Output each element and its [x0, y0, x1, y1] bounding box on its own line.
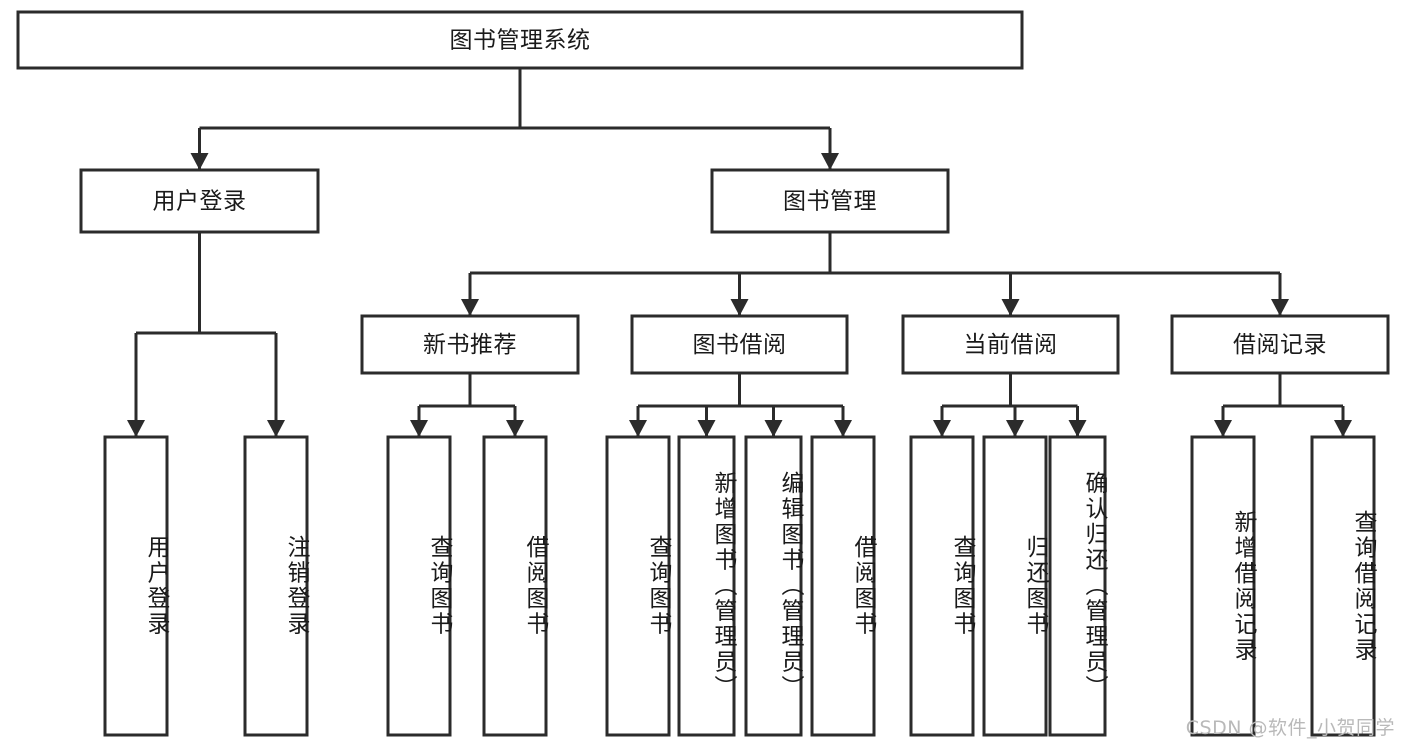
node-box-current-borrow[interactable]: [901, 314, 1120, 375]
arrow-head-icon: [1214, 420, 1232, 437]
connector-edge-currentborrow-split: [933, 373, 1087, 437]
node-box-leaf-add-borrow-record[interactable]: [1190, 435, 1256, 737]
edges-layer: [127, 68, 1352, 437]
arrow-head-icon: [267, 420, 285, 437]
connector-edge-root-split: [190, 68, 839, 170]
watermark-text: CSDN @软件_小贺同学: [1185, 717, 1395, 739]
node-box-leaf-logout-login[interactable]: [243, 435, 309, 737]
node-leaf-query-book-3[interactable]: [909, 435, 975, 737]
arrow-head-icon: [1334, 420, 1352, 437]
node-book-manage[interactable]: 图书管理: [710, 168, 950, 234]
node-leaf-confirm-return[interactable]: [1048, 435, 1107, 737]
node-box-book-borrow[interactable]: [630, 314, 849, 375]
node-leaf-logout-login[interactable]: [243, 435, 309, 737]
node-leaf-edit-book[interactable]: [744, 435, 803, 737]
node-current-borrow[interactable]: 当前借阅: [901, 314, 1120, 375]
connector-edge-bookmanage-split: [461, 232, 1289, 316]
node-label-book-borrow: 图书借阅: [693, 332, 787, 358]
node-box-leaf-confirm-return[interactable]: [1048, 435, 1107, 737]
arrow-head-icon: [1271, 299, 1289, 316]
node-leaf-user-login[interactable]: [103, 435, 169, 737]
node-leaf-add-borrow-record[interactable]: [1190, 435, 1256, 737]
arrow-head-icon: [697, 420, 716, 437]
arrow-head-icon: [629, 420, 647, 437]
node-box-root[interactable]: [16, 10, 1024, 70]
node-label-user-login: 用户登录: [153, 189, 247, 215]
node-box-book-manage[interactable]: [710, 168, 950, 234]
arrow-head-icon: [1068, 420, 1087, 437]
arrow-head-icon: [1001, 299, 1020, 316]
node-box-borrow-record[interactable]: [1170, 314, 1390, 375]
node-box-new-book-recommend[interactable]: [360, 314, 580, 375]
arrow-head-icon: [834, 420, 852, 437]
connector-edge-bookborrow-split: [629, 373, 852, 437]
arrow-head-icon: [410, 420, 428, 437]
node-leaf-return-book[interactable]: [982, 435, 1048, 737]
arrow-head-icon: [127, 420, 145, 437]
node-label-new-book-recommend: 新书推荐: [423, 332, 517, 358]
node-root[interactable]: 图书管理系统: [16, 10, 1024, 70]
node-box-leaf-borrow-book-2[interactable]: [810, 435, 876, 737]
node-leaf-borrow-book-2[interactable]: [810, 435, 876, 737]
node-leaf-query-borrow-record[interactable]: [1310, 435, 1376, 737]
node-box-leaf-return-book[interactable]: [982, 435, 1048, 737]
node-borrow-record[interactable]: 借阅记录: [1170, 314, 1390, 375]
arrow-head-icon: [933, 420, 951, 437]
node-box-leaf-edit-book[interactable]: [744, 435, 803, 737]
node-label-borrow-record: 借阅记录: [1233, 332, 1327, 358]
node-box-leaf-query-book-1[interactable]: [386, 435, 452, 737]
arrow-head-icon: [821, 153, 839, 170]
node-leaf-query-book-2[interactable]: [605, 435, 671, 737]
node-box-leaf-borrow-book-1[interactable]: [482, 435, 548, 737]
node-box-leaf-user-login[interactable]: [103, 435, 169, 737]
node-leaf-borrow-book-1[interactable]: [482, 435, 548, 737]
arrow-head-icon: [730, 299, 749, 316]
node-label-root: 图书管理系统: [450, 28, 591, 54]
arrow-head-icon: [190, 153, 209, 170]
node-box-leaf-add-book[interactable]: [677, 435, 736, 737]
node-box-leaf-query-book-3[interactable]: [909, 435, 975, 737]
arrow-head-icon: [1006, 420, 1024, 437]
node-box-leaf-query-borrow-record[interactable]: [1310, 435, 1376, 737]
node-label-current-borrow: 当前借阅: [964, 332, 1058, 358]
node-leaf-add-book[interactable]: [677, 435, 736, 737]
node-label-book-manage: 图书管理: [783, 189, 877, 215]
connector-edge-newbook-split: [410, 373, 524, 437]
node-new-book-recommend[interactable]: 新书推荐: [360, 314, 580, 375]
node-leaf-query-book-1[interactable]: [386, 435, 452, 737]
node-box-leaf-query-book-2[interactable]: [605, 435, 671, 737]
node-box-user-login[interactable]: [79, 168, 320, 234]
connector-edge-borrowrecord-split: [1214, 373, 1352, 437]
connector-edge-userlogin-split: [127, 232, 285, 437]
arrow-head-icon: [764, 420, 783, 437]
arrow-head-icon: [506, 420, 524, 437]
node-book-borrow[interactable]: 图书借阅: [630, 314, 849, 375]
arrow-head-icon: [461, 299, 479, 316]
node-user-login[interactable]: 用户登录: [79, 168, 320, 234]
